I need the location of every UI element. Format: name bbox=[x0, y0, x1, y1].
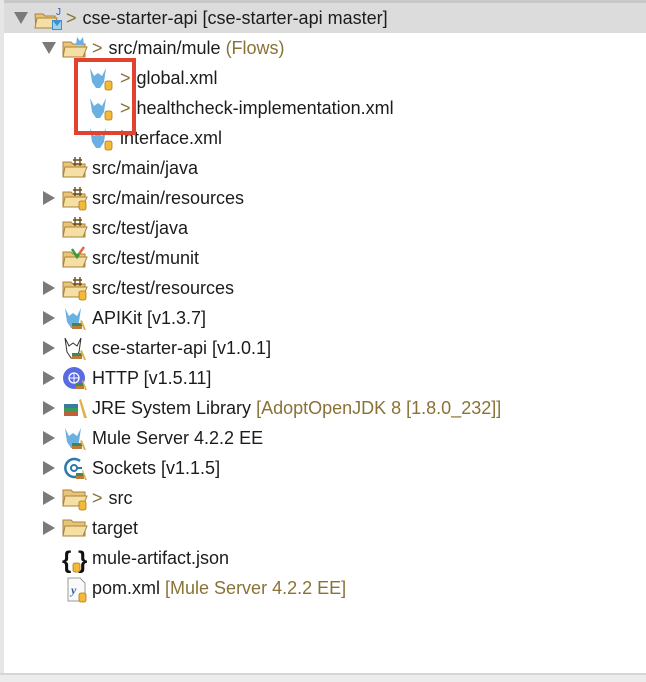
tree-item-target[interactable]: target bbox=[4, 513, 646, 543]
collapsed-triangle-icon[interactable] bbox=[42, 461, 56, 475]
tree-item-http[interactable]: HTTP [v1.5.11] bbox=[4, 363, 646, 393]
collapsed-triangle-icon[interactable] bbox=[42, 521, 56, 535]
tree-item-label: src/test/java bbox=[92, 218, 189, 238]
java-project-icon: J bbox=[34, 6, 62, 30]
package-folder-icon bbox=[62, 186, 88, 211]
mule-outline-library-icon bbox=[62, 336, 86, 360]
books-library-icon bbox=[62, 396, 87, 420]
package-folder-icon bbox=[62, 216, 88, 240]
mule-library-icon bbox=[62, 426, 86, 450]
mule-flow-file-icon bbox=[88, 126, 113, 151]
tree-item-label: mule-artifact.json bbox=[92, 548, 230, 568]
tree-item-src-main-mule[interactable]: >src/main/mule (Flows) bbox=[4, 33, 646, 63]
mule-library-icon bbox=[62, 306, 86, 330]
sockets-icon bbox=[62, 456, 87, 480]
tree-item-label: APIKit [v1.3.7] bbox=[92, 308, 207, 328]
folder-icon bbox=[62, 516, 88, 540]
tree-item-interface-xml[interactable]: interface.xml bbox=[4, 123, 646, 153]
http-globe-icon bbox=[62, 366, 87, 390]
tree-item-label: interface.xml bbox=[120, 128, 223, 148]
package-folder-icon bbox=[62, 156, 88, 180]
tree-item-label: Mule Server 4.2.2 EE bbox=[92, 428, 264, 448]
tree-item-label: >cse-starter-api [cse-starter-api master… bbox=[66, 8, 388, 28]
tree-item-global-xml[interactable]: >global.xml bbox=[4, 63, 646, 93]
tree-item-src-main-java[interactable]: src/main/java bbox=[4, 153, 646, 183]
json-braces-icon: { } bbox=[62, 546, 87, 574]
tree-item-src[interactable]: >src bbox=[4, 483, 646, 513]
tree-item-label: HTTP [v1.5.11] bbox=[92, 368, 212, 388]
expanded-triangle-icon[interactable] bbox=[14, 11, 28, 25]
tree-item-label: >src/main/mule (Flows) bbox=[92, 38, 285, 58]
svg-text:{: { bbox=[62, 547, 71, 574]
tree-item-label: >src bbox=[92, 488, 133, 508]
svg-text:}: } bbox=[78, 547, 87, 574]
mule-flow-file-icon bbox=[88, 66, 113, 91]
svg-text:J: J bbox=[56, 7, 61, 18]
tree-item-label: Sockets [v1.1.5] bbox=[92, 458, 221, 478]
munit-folder-icon bbox=[62, 246, 88, 270]
mule-source-folder-icon bbox=[62, 36, 88, 60]
tree-item-label: target bbox=[92, 518, 139, 538]
folder-icon bbox=[62, 486, 88, 511]
tree-item-label: >healthcheck-implementation.xml bbox=[120, 98, 394, 118]
collapsed-triangle-icon[interactable] bbox=[42, 281, 56, 295]
pane-top-border bbox=[0, 0, 646, 3]
collapsed-triangle-icon[interactable] bbox=[42, 371, 56, 385]
tree-item-label: src/test/resources bbox=[92, 278, 235, 298]
tree-item-src-main-resources[interactable]: src/main/resources bbox=[4, 183, 646, 213]
tree-item-label: src/test/munit bbox=[92, 248, 200, 268]
tree-item-apikit[interactable]: APIKit [v1.3.7] bbox=[4, 303, 646, 333]
collapsed-triangle-icon[interactable] bbox=[42, 191, 56, 205]
tree-item-jre-system-library[interactable]: JRE System Library [AdoptOpenJDK 8 [1.8.… bbox=[4, 393, 646, 423]
tree-item-root-project[interactable]: J >cse-starter-api [cse-starter-api mast… bbox=[4, 3, 646, 33]
tree-item-src-test-munit[interactable]: src/test/munit bbox=[4, 243, 646, 273]
tree-item-sockets[interactable]: Sockets [v1.1.5] bbox=[4, 453, 646, 483]
collapsed-triangle-icon[interactable] bbox=[42, 311, 56, 325]
tree-item-label: src/main/resources bbox=[92, 188, 245, 208]
pom-file-icon: y bbox=[66, 576, 90, 603]
collapsed-triangle-icon[interactable] bbox=[42, 401, 56, 415]
mule-flow-file-icon bbox=[88, 96, 113, 121]
collapsed-triangle-icon[interactable] bbox=[42, 431, 56, 445]
pane-bottom-border bbox=[0, 673, 646, 682]
collapsed-triangle-icon[interactable] bbox=[42, 491, 56, 505]
package-folder-icon bbox=[62, 276, 88, 301]
svg-text:y: y bbox=[69, 583, 77, 597]
pane-left-border bbox=[0, 0, 4, 676]
tree-item-label: pom.xml [Mule Server 4.2.2 EE] bbox=[92, 578, 347, 598]
tree-item-mule-server[interactable]: Mule Server 4.2.2 EE bbox=[4, 423, 646, 453]
expanded-triangle-icon[interactable] bbox=[42, 41, 56, 55]
tree-item-healthcheck-xml[interactable]: >healthcheck-implementation.xml bbox=[4, 93, 646, 123]
tree-item-cse-starter-api-library[interactable]: cse-starter-api [v1.0.1] bbox=[4, 333, 646, 363]
tree-item-label: >global.xml bbox=[120, 68, 218, 88]
tree-item-pom-xml[interactable]: y pom.xml [Mule Server 4.2.2 EE] bbox=[4, 573, 646, 603]
collapsed-triangle-icon[interactable] bbox=[42, 341, 56, 355]
tree-item-label: cse-starter-api [v1.0.1] bbox=[92, 338, 272, 358]
tree-item-label: src/main/java bbox=[92, 158, 199, 178]
tree-item-mule-artifact-json[interactable]: { } mule-artifact.json bbox=[4, 543, 646, 574]
tree-item-label: JRE System Library [AdoptOpenJDK 8 [1.8.… bbox=[92, 398, 502, 418]
tree-item-src-test-java[interactable]: src/test/java bbox=[4, 213, 646, 243]
tree-item-src-test-resources[interactable]: src/test/resources bbox=[4, 273, 646, 303]
